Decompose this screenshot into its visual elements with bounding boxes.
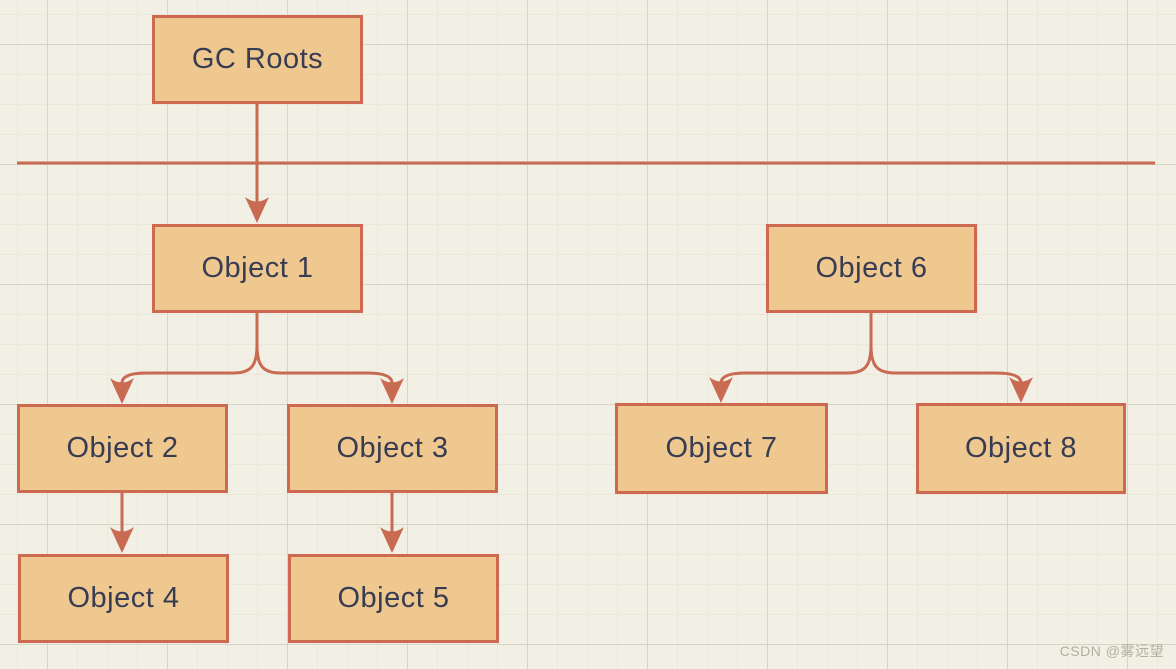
node-object-1: Object 1 xyxy=(152,224,363,313)
node-object-5: Object 5 xyxy=(288,554,499,643)
node-object-3: Object 3 xyxy=(287,404,498,493)
node-object-4: Object 4 xyxy=(18,554,229,643)
edge-object6-object8 xyxy=(869,313,1033,403)
edge-object6-object7 xyxy=(709,313,873,403)
edge-object1-object3 xyxy=(255,313,404,404)
node-object-7: Object 7 xyxy=(615,403,828,494)
node-object-2: Object 2 xyxy=(17,404,228,493)
edge-gcroots-object1 xyxy=(245,104,269,223)
node-object-6: Object 6 xyxy=(766,224,977,313)
edge-object2-object4 xyxy=(110,493,134,553)
node-gc-roots: GC Roots xyxy=(152,15,363,104)
edge-object1-object2 xyxy=(110,313,259,404)
edge-object3-object5 xyxy=(380,493,404,553)
csdn-watermark: CSDN @雾远望 xyxy=(1059,643,1164,659)
node-object-8: Object 8 xyxy=(916,403,1126,494)
